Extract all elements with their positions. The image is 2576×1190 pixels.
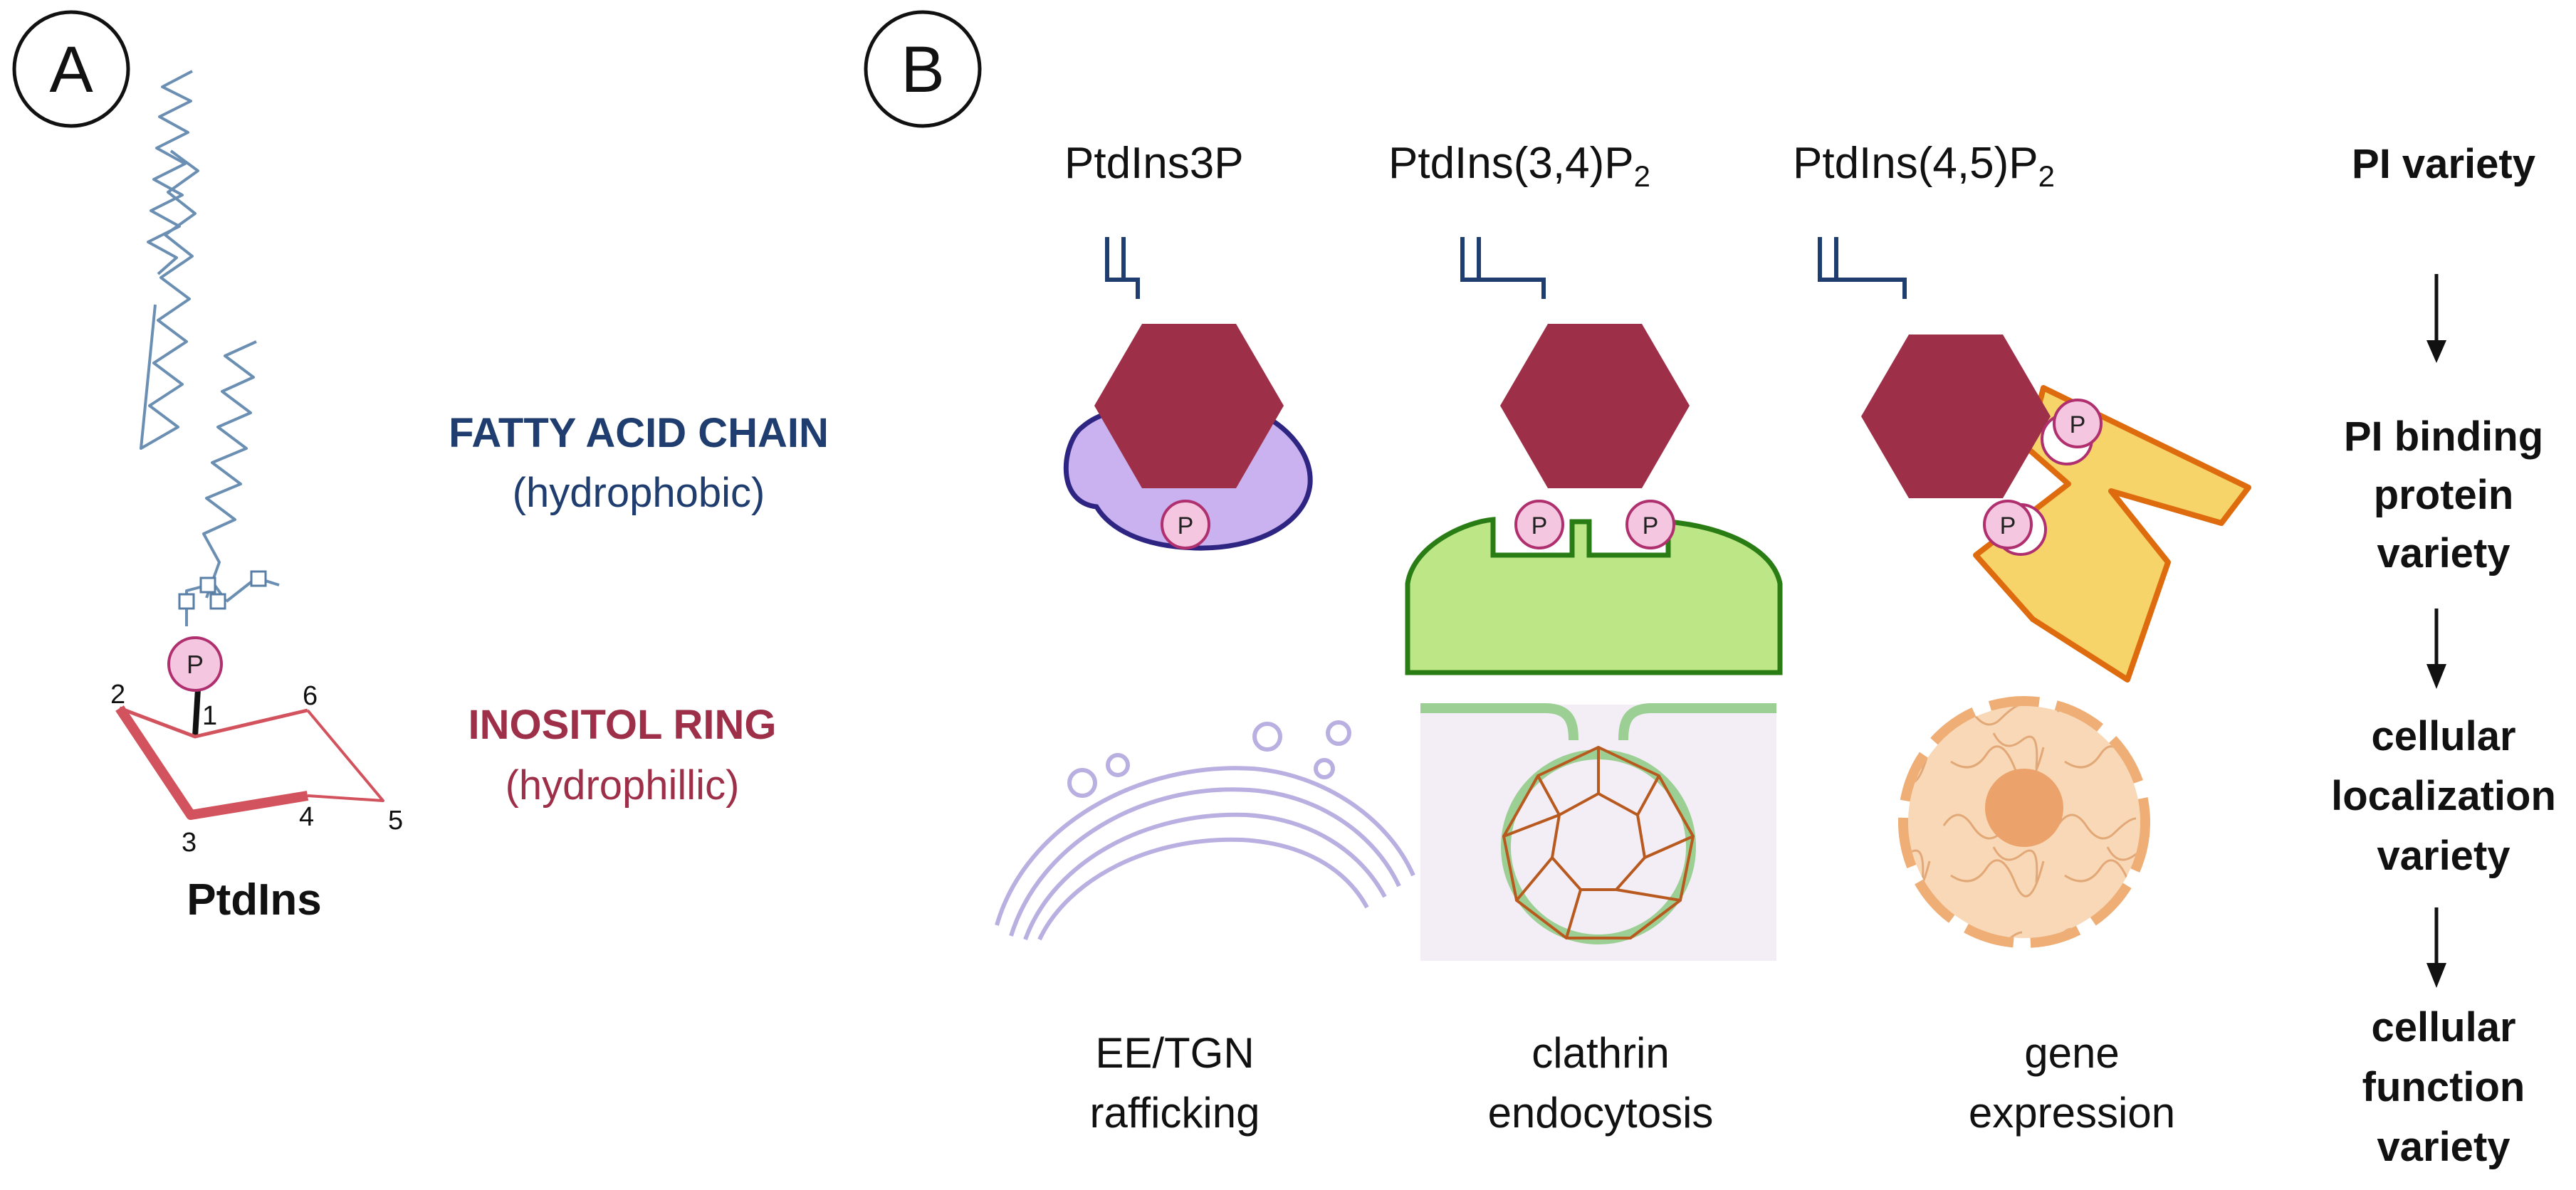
- panel-a-label: A: [49, 33, 93, 106]
- flow-arrow: [2426, 274, 2446, 363]
- svg-text:4: 4: [299, 802, 314, 832]
- svg-text:2: 2: [110, 680, 125, 710]
- svg-text:5: 5: [388, 806, 403, 836]
- flow-step-1: PI variety: [2352, 141, 2535, 187]
- ptdins45p2-column: P P gene expression: [1818, 237, 2251, 1137]
- svg-text:P: P: [2000, 512, 2016, 539]
- svg-text:P: P: [2070, 411, 2086, 438]
- panel-b-badge: B: [864, 10, 982, 128]
- svg-text:variety: variety: [2377, 833, 2510, 879]
- phosphate-label: P: [187, 650, 204, 679]
- flow-arrow: [2426, 609, 2446, 689]
- svg-text:protein: protein: [2374, 472, 2514, 518]
- yellow-binding-protein: [1973, 385, 2251, 683]
- svg-text:P: P: [1532, 512, 1548, 539]
- function-label-line1: gene: [2024, 1029, 2119, 1077]
- svg-text:PI binding: PI binding: [2344, 414, 2543, 460]
- svg-text:P: P: [1643, 512, 1659, 539]
- inositol-hexagon: [1094, 324, 1284, 488]
- ring-numbers: 1 2 3 4 5 6: [110, 680, 403, 858]
- function-label-line2: rafficking: [1089, 1089, 1260, 1137]
- svg-text:localization: localization: [2331, 773, 2556, 819]
- inositol-sub: (hydrophillic): [506, 762, 740, 809]
- ptdins-phosphate: P: [167, 636, 223, 737]
- flow-arrow: [2426, 907, 2446, 988]
- function-label-line1: clathrin: [1532, 1029, 1669, 1077]
- fatty-acid-chains: [140, 70, 280, 626]
- fatty-acid-title: FATTY ACID CHAIN: [449, 410, 829, 456]
- function-label-line2: expression: [1969, 1089, 2175, 1137]
- flow-step-2: PI binding protein variety: [2344, 414, 2543, 576]
- phosphate-group: P: [1161, 500, 1210, 549]
- nucleus: [1898, 696, 2150, 948]
- panel-a: A P 1 2 3 4: [12, 10, 829, 925]
- inositol-title: INOSITOL RING: [468, 702, 777, 748]
- function-label-line1: EE/TGN: [1095, 1029, 1254, 1077]
- inositol-chair: [115, 705, 384, 820]
- phosphate-group: P: [1983, 500, 2047, 556]
- column-title-ptdins3p: PtdIns3P: [1064, 139, 1244, 188]
- lipid-tail: [1818, 237, 1907, 299]
- svg-text:variety: variety: [2377, 530, 2510, 576]
- ptdins34p2-column: P P clathrin endocytosis: [1405, 237, 1783, 1137]
- column-title-ptdins34p2: PtdIns(3,4)P2: [1388, 139, 1650, 193]
- green-binding-protein: [1405, 517, 1783, 675]
- svg-text:cellular: cellular: [2371, 713, 2515, 759]
- golgi-stack: [995, 720, 1415, 941]
- lipid-tail: [1105, 237, 1140, 299]
- ptdins3p-column: P EE/TGN rafficking: [995, 237, 1415, 1137]
- lipid-tail: [1460, 237, 1546, 299]
- phosphate-group: P: [1625, 500, 1675, 549]
- panel-a-badge: A: [12, 10, 130, 128]
- variety-flow: PI variety PI binding protein variety ce…: [2331, 141, 2556, 1170]
- oxygen-markers: [178, 570, 267, 610]
- phosphate-group: P: [2041, 399, 2103, 465]
- inositol-hexagon: [1861, 335, 2051, 498]
- fatty-acid-sub: (hydrophobic): [513, 470, 765, 516]
- svg-text:3: 3: [182, 828, 197, 858]
- flow-step-3: cellular localization variety: [2331, 713, 2556, 879]
- svg-text:1: 1: [202, 701, 217, 731]
- molecule-name: PtdIns: [187, 875, 321, 925]
- svg-text:variety: variety: [2377, 1124, 2510, 1170]
- svg-text:cellular: cellular: [2371, 1004, 2515, 1051]
- inositol-hexagon: [1500, 324, 1690, 488]
- panel-b: B PtdIns3P PtdIns(3,4)P2 PtdIns(4,5)P2 P: [864, 10, 2556, 1170]
- svg-text:6: 6: [303, 681, 318, 711]
- svg-text:P: P: [1178, 512, 1194, 539]
- column-title-ptdins45p2: PtdIns(4,5)P2: [1793, 139, 2055, 193]
- phosphate-group: P: [1514, 500, 1564, 549]
- clathrin-vesicle: [1420, 703, 1776, 961]
- function-label-line2: endocytosis: [1488, 1089, 1714, 1137]
- svg-text:function: function: [2362, 1064, 2525, 1110]
- flow-step-4: cellular function variety: [2362, 1004, 2525, 1170]
- panel-b-label: B: [901, 33, 944, 106]
